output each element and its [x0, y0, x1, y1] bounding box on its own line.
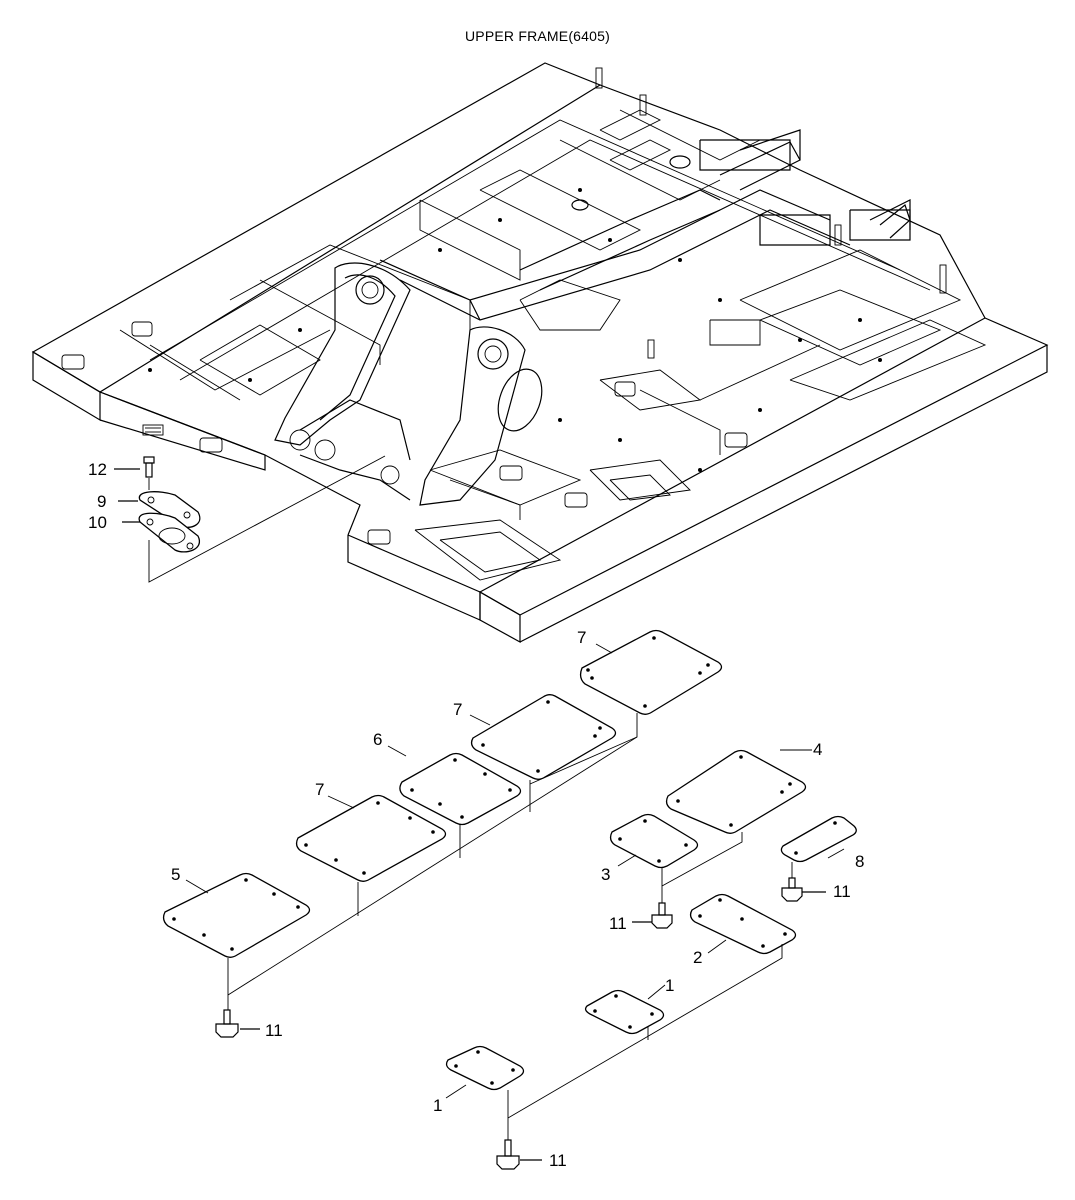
boom-mount-right: [419, 326, 526, 506]
part-12-bolt: [114, 456, 155, 478]
callout-6: 6: [373, 730, 382, 749]
callout-leaders: [185, 643, 845, 1099]
callout-4: 4: [813, 740, 822, 759]
callout-7-middle: 7: [453, 700, 462, 719]
callout-11-a: 11: [265, 1021, 283, 1040]
right-walkway-deck: [478, 317, 1049, 616]
part-1-cover-plate-right: [584, 989, 665, 1040]
part-7-cover-plate-middle: [470, 694, 617, 812]
callout-11-c: 11: [833, 882, 851, 901]
callout-9: 9: [97, 492, 106, 511]
part-11-bolt-b: [632, 902, 673, 929]
callout-1-left: 1: [433, 1096, 442, 1115]
upper-frame-assembly: [31, 62, 1049, 644]
part-10-gasket: [122, 512, 201, 553]
part-1-cover-plate-left: [445, 1045, 525, 1140]
callout-7-left: 7: [315, 780, 324, 799]
callout-8: 8: [855, 852, 864, 871]
callout-7-top: 7: [577, 628, 586, 647]
diagram-title: UPPER FRAME(6405): [465, 28, 610, 44]
part-8-cover-plate: [780, 815, 857, 878]
callout-3: 3: [601, 865, 610, 884]
part-3-cover-plate: [609, 813, 699, 903]
callout-5: 5: [171, 865, 180, 884]
part-11-bolt-c: [781, 877, 826, 902]
part-5-cover-plate: [162, 872, 311, 958]
left-side-skirt: [32, 350, 101, 422]
part-6-cover-plate: [399, 752, 522, 858]
callout-1-right: 1: [665, 976, 674, 995]
callout-11-b: 11: [609, 914, 627, 933]
callout-10: 10: [88, 513, 107, 532]
callout-11-d: 11: [549, 1151, 567, 1170]
part-2-cover-plate: [507, 893, 797, 1119]
boom-mount-left: [274, 262, 411, 446]
leader-plates-7-6-5: [227, 736, 638, 996]
right-side-skirt: [479, 590, 521, 644]
part-4-cover-plate: [661, 749, 807, 887]
left-walkway-deck: [31, 62, 602, 393]
callout-12: 12: [88, 460, 107, 479]
part-11-bolt-a: [215, 1009, 260, 1038]
part-7-cover-plate-left: [295, 794, 447, 916]
part-11-bolt-d: [496, 1139, 542, 1170]
callout-2: 2: [693, 948, 702, 967]
